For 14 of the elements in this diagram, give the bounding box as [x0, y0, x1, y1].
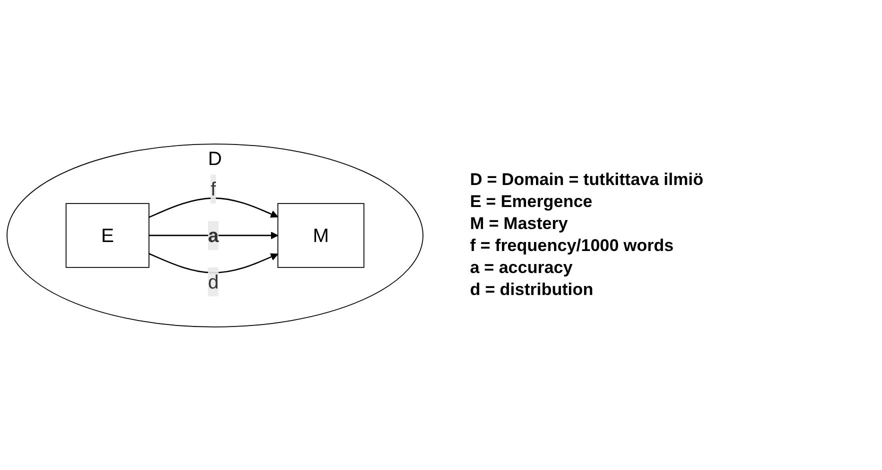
legend-line: D = Domain = tutkittava ilmiö: [470, 169, 704, 191]
legend-line: a = accuracy: [470, 257, 574, 279]
legend-line: E = Emergence: [470, 191, 594, 213]
legend-line: M = Mastery: [470, 213, 569, 235]
legend-line: f = frequency/1000 words: [470, 235, 675, 257]
arrow: [148, 252, 278, 273]
edge-label: a: [208, 224, 219, 246]
node-box: E: [66, 202, 150, 268]
edge-label: f: [210, 178, 216, 200]
legend-line: d = distribution: [470, 279, 594, 301]
edge-label: d: [208, 270, 219, 292]
node-box: M: [277, 202, 364, 268]
arrow: [148, 231, 278, 239]
arrow: [148, 197, 278, 218]
